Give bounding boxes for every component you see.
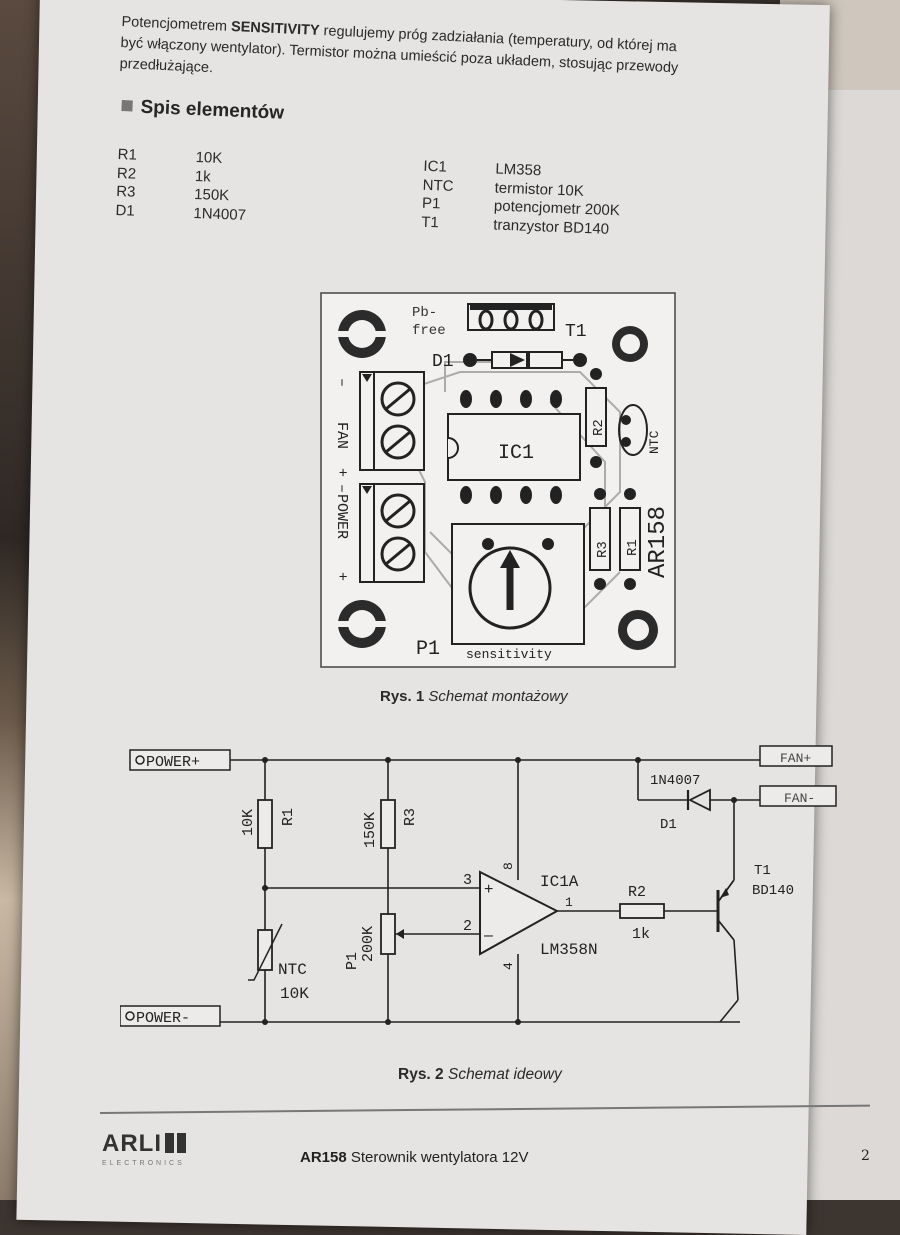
fan-plus-label: + [333,468,350,477]
power-minus-label: – [333,484,350,493]
p1-value: 200K [360,926,377,962]
sensitivity-label: sensitivity [466,647,552,662]
ic1-footprint [447,390,581,504]
pbfree-label: Pb- [412,305,437,321]
footer-product-title: AR158 Sterownik wentylatora 12V [300,1149,529,1166]
fan-plus-label: FAN+ [780,751,811,766]
ntc-value: 10K [280,985,309,1003]
r2-label: R2 [628,884,646,901]
r1-footprint [619,488,641,590]
power-terminal [359,483,425,583]
r3-symbol [380,799,396,849]
figure-1-caption: Rys. 1 Schemat montażowy [380,688,568,705]
ar158-label: AR158 [645,506,672,578]
fan-plus-connector [759,745,833,767]
power-label: POWER [333,494,350,539]
r3-footprint [589,488,611,590]
r3-value: 150K [362,812,379,848]
logo-square-icon [165,1133,174,1153]
r3-label: R3 [595,541,611,558]
pbfree-label-2: free [412,323,446,339]
page-number: 2 [861,1148,870,1164]
r2-symbol [619,903,665,919]
pin4-label: 4 [501,962,516,970]
power-plus-label: POWER+ [146,754,200,771]
t1-type-label: BD140 [752,883,794,899]
d1-type-label: 1N4007 [650,773,700,789]
d1-footprint [463,351,587,369]
schematic-junctions [262,757,737,1025]
r1-label: R1 [625,539,641,556]
ntc-footprint [618,404,648,456]
ntc-label: NTC [647,430,662,454]
circuit-schematic: POWER+ POWER- FAN+ FAN- 1N4007 D1 10K R1… [120,745,837,1027]
mounting-holes [338,310,658,650]
p1-footprint [451,523,585,645]
opamp-symbol [479,870,560,956]
pin8-label: 8 [501,862,516,870]
r2-label: R2 [591,419,607,436]
p1-label: P1 [416,638,440,661]
arli-logo: ARLI ELECTRONICS [102,1130,186,1167]
pin1-label: 1 [565,895,573,910]
r2-value: 1k [632,926,650,943]
r1-label: R1 [280,808,297,826]
r1-symbol [257,799,273,849]
figure-2-caption: Rys. 2 Schemat ideowy [398,1066,562,1083]
power-minus-label: POWER- [136,1010,190,1027]
t1-label: T1 [565,322,587,342]
p1-symbol [380,913,404,955]
ic-label: IC1A [540,873,579,891]
p1-label: P1 [344,952,361,970]
r1-value: 10K [240,809,257,836]
ic1-label: IC1 [498,442,534,465]
fan-terminal [359,371,425,471]
r3-label: R3 [402,808,419,826]
fan-minus-label: – [333,378,350,387]
pin3-label: 3 [463,872,472,889]
power-plus-connector [129,749,231,771]
t1-footprint [467,303,555,331]
r2-footprint [585,368,607,468]
d1-label: D1 [660,817,677,833]
pin2-label: 2 [463,918,472,935]
t1-symbol [716,879,735,941]
d1-symbol [686,788,711,812]
fan-minus-connector [759,785,837,807]
power-plus-label: + [333,572,350,581]
fan-minus-label: FAN- [784,791,815,806]
assembly-diagram: Pb- free T1 D1 R2 NTC IC1 [320,292,676,668]
sensitivity-keyword: SENSITIVITY [230,18,320,39]
power-minus-connector [120,1005,221,1027]
logo-square-icon [177,1133,186,1153]
noninverting-sign: + [484,881,493,898]
ntc-label: NTC [278,961,307,979]
inverting-sign: – [484,927,493,944]
d1-label: D1 [432,352,454,372]
bullet-icon [121,99,133,112]
ntc-symbol [248,923,283,981]
ic-type-label: LM358N [540,941,598,959]
fan-label: FAN [333,422,350,449]
t1-label: T1 [754,863,771,879]
